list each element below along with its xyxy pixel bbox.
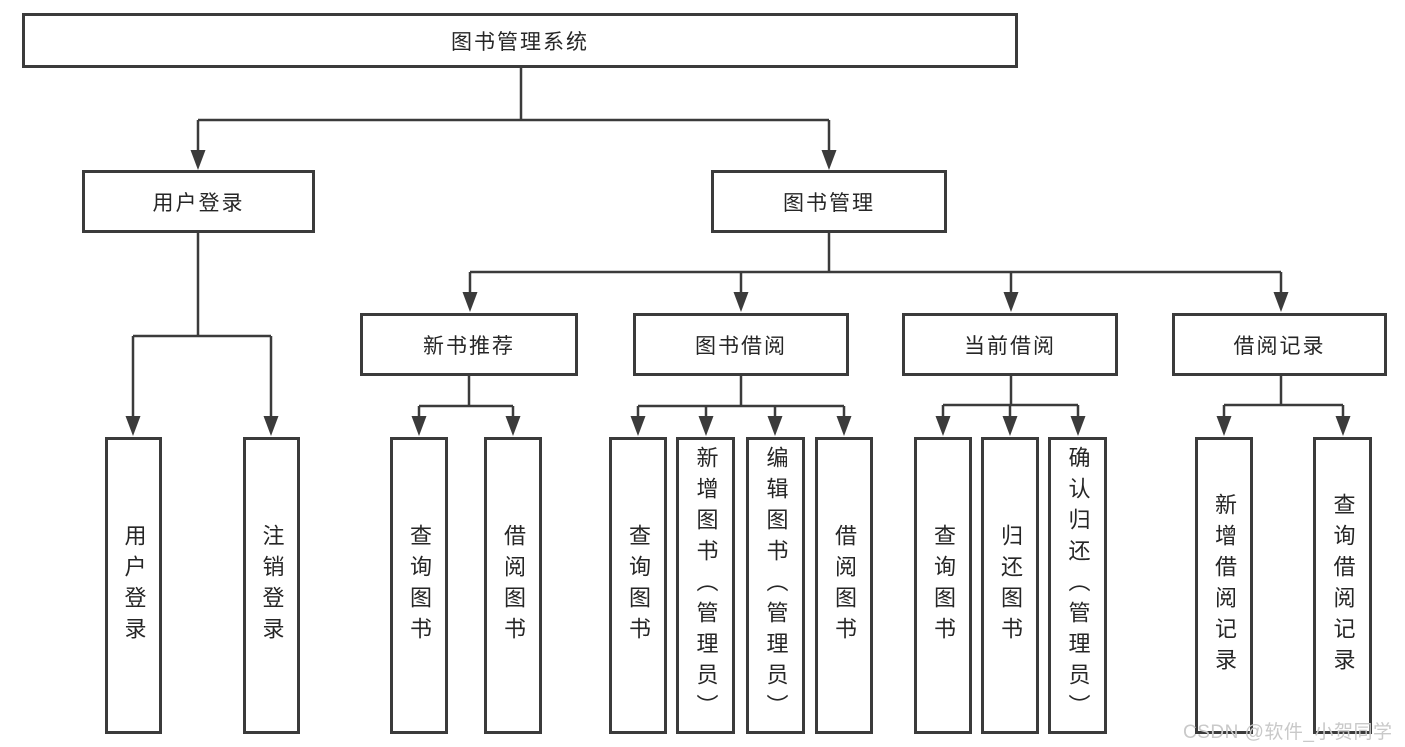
leaf-user-login: 用户登录 [105, 437, 162, 734]
arrow-down-icon [263, 416, 279, 436]
arrow-down-icon [505, 416, 521, 436]
node-new-book-recommendation: 新书推荐 [360, 313, 578, 376]
arrow-down-icon [630, 416, 646, 436]
connector-new-book-to-leaves [417, 376, 515, 418]
connector-root-to-level2 [196, 68, 831, 152]
node-book-management: 图书管理 [711, 170, 947, 233]
leaf-borrow-books: 借阅图书 [815, 437, 873, 734]
arrow-down-icon [698, 416, 714, 436]
arrow-down-icon [462, 292, 478, 312]
arrow-down-icon [1003, 292, 1019, 312]
node-current-borrowing: 当前借阅 [902, 313, 1118, 376]
node-borrowing-records: 借阅记录 [1172, 313, 1387, 376]
connector-borrow-record-to-leaves [1222, 376, 1345, 418]
leaf-query-books-recommend: 查询图书 [390, 437, 448, 734]
arrow-down-icon [1273, 292, 1289, 312]
arrow-down-icon [767, 416, 783, 436]
arrow-down-icon [935, 416, 951, 436]
arrow-down-icon [1216, 416, 1232, 436]
leaf-add-borrow-record: 新增借阅记录 [1195, 437, 1253, 734]
arrow-down-icon [190, 150, 206, 170]
arrow-down-icon [836, 416, 852, 436]
node-user-login: 用户登录 [82, 170, 315, 233]
connector-book-borrow-to-leaves [636, 376, 846, 418]
arrow-down-icon [1002, 416, 1018, 436]
leaf-borrow-books-recommend: 借阅图书 [484, 437, 542, 734]
leaf-add-book-admin: 新增图书（管理员） [676, 437, 735, 734]
leaf-query-books-borrow: 查询图书 [609, 437, 667, 734]
node-root-library-system: 图书管理系统 [22, 13, 1018, 68]
leaf-return-book: 归还图书 [981, 437, 1039, 734]
arrow-down-icon [1070, 416, 1086, 436]
leaf-query-books-current: 查询图书 [914, 437, 972, 734]
connector-user-login-to-leaves [131, 233, 273, 418]
arrow-down-icon [733, 292, 749, 312]
leaf-logout: 注销登录 [243, 437, 300, 734]
arrow-down-icon [411, 416, 427, 436]
leaf-query-borrow-record: 查询借阅记录 [1313, 437, 1372, 734]
arrowheads [125, 150, 1351, 436]
connector-current-borrow-to-leaves [941, 376, 1080, 418]
node-book-borrowing: 图书借阅 [633, 313, 849, 376]
csdn-watermark: CSDN @软件_小贺同学 [1183, 722, 1393, 743]
arrow-down-icon [821, 150, 837, 170]
arrow-down-icon [1335, 416, 1351, 436]
arrow-down-icon [125, 416, 141, 436]
connector-book-management-to-level3 [468, 233, 1283, 294]
leaf-edit-book-admin: 编辑图书（管理员） [746, 437, 805, 734]
leaf-confirm-return-admin: 确认归还（管理员） [1048, 437, 1107, 734]
